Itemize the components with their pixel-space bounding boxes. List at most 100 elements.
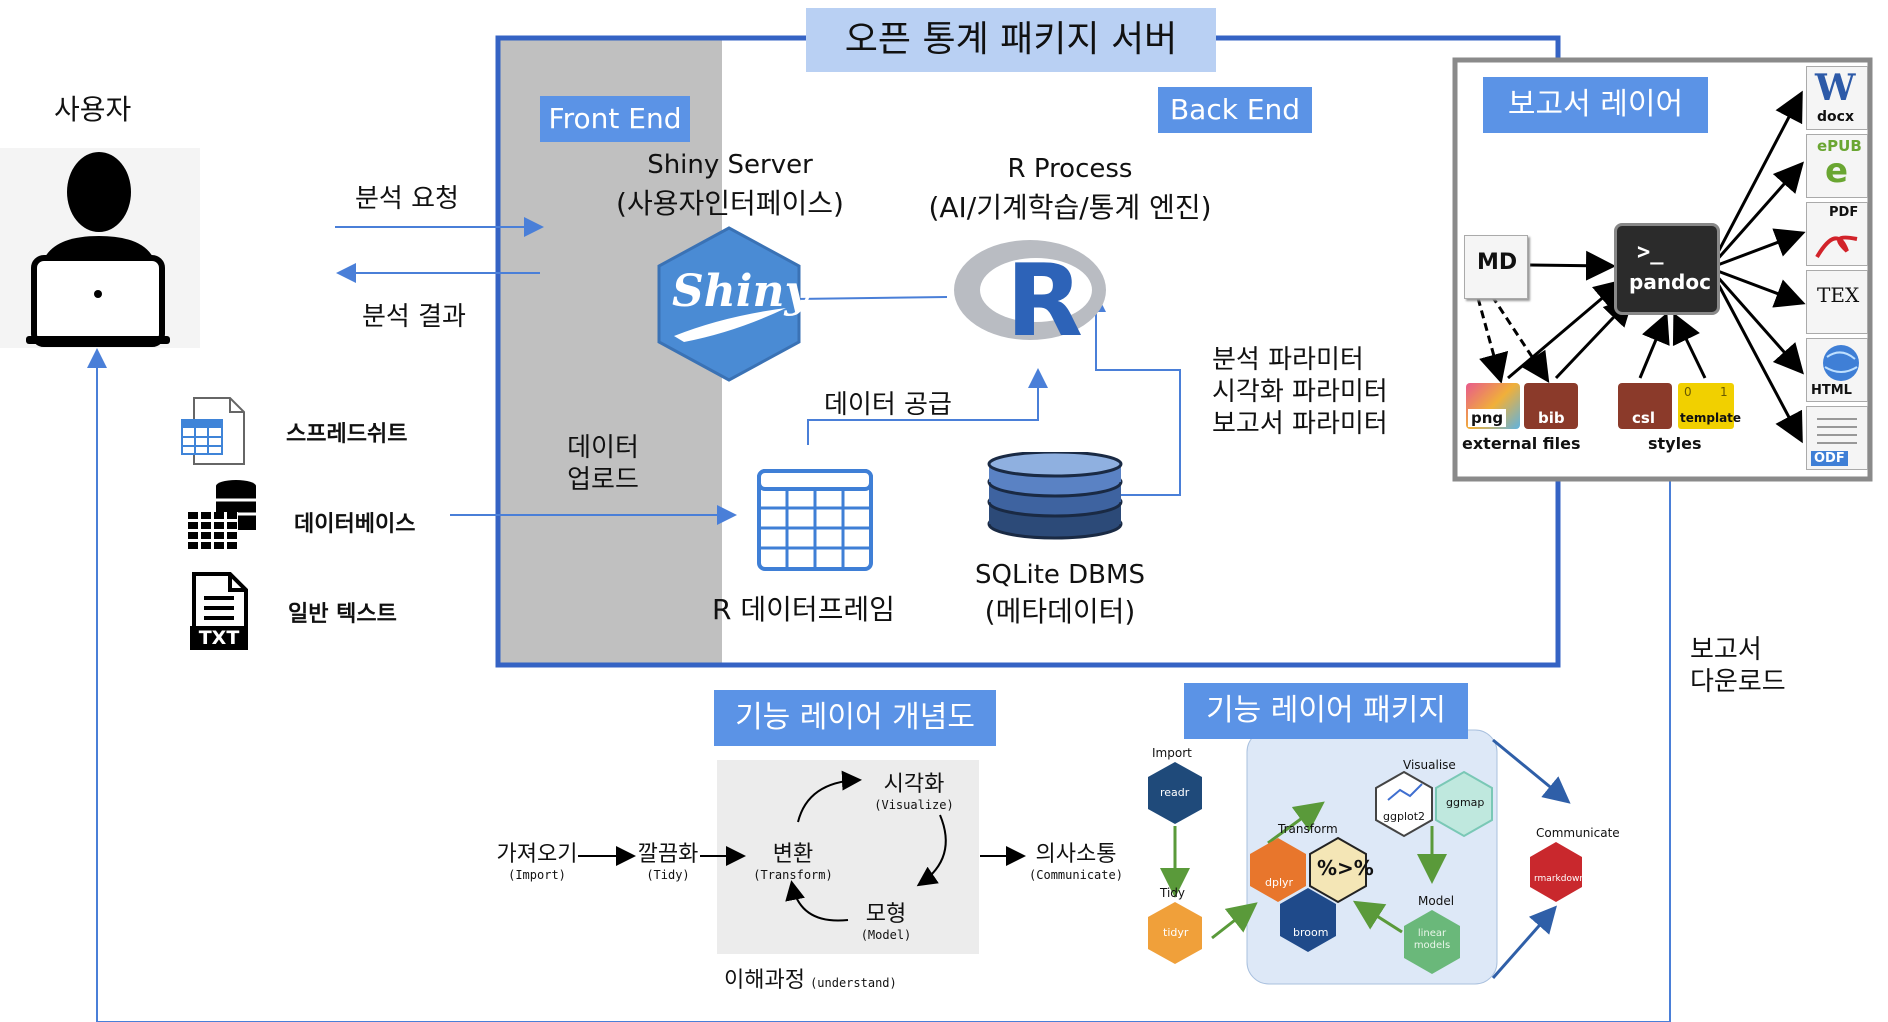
concept-visualize-en: (Visualize) xyxy=(874,798,954,812)
concept-tidy-en: (Tidy) xyxy=(646,868,690,882)
shiny-title: Shiny Server xyxy=(647,150,813,180)
ggplot2-hex: ggplot2 xyxy=(1374,770,1434,838)
page-title: 오픈 통계 패키지 서버 xyxy=(806,8,1216,72)
readr-hex: readr xyxy=(1146,760,1204,826)
upload-line-2: 업로드 xyxy=(567,465,639,495)
front-end-tag: Front End xyxy=(540,96,690,142)
ggmap-hex: ggmap xyxy=(1434,770,1494,838)
linear-models-hex: linear models xyxy=(1402,908,1462,976)
pdf-icon: PDF xyxy=(1806,202,1868,266)
concept-import-en: (Import) xyxy=(508,868,566,882)
param-analysis: 분석 파라미터 xyxy=(1212,345,1364,375)
sqlite-title: SQLite DBMS xyxy=(975,560,1145,590)
concept-visualize: 시각화 (Visualize) xyxy=(864,766,964,812)
concept-tidy: 깔끔화 (Tidy) xyxy=(628,836,708,882)
source-label-spreadsheet: 스프레드쉬트 xyxy=(286,422,408,447)
tex-main: TEX xyxy=(1817,283,1860,307)
stage-visualise: Visualise xyxy=(1403,758,1456,772)
tex-icon: TEX xyxy=(1806,270,1868,334)
r-logo: R xyxy=(950,232,1110,362)
html-icon: HTML xyxy=(1806,338,1868,402)
shiny-subtitle: (사용자인터페이스) xyxy=(616,187,844,220)
magrittr-label: %>% xyxy=(1317,856,1374,880)
linear-models-line-2: models xyxy=(1413,940,1451,951)
concept-transform-ko: 변환 xyxy=(772,842,814,867)
readr-label: readr xyxy=(1160,786,1190,799)
result-label: 분석 결과 xyxy=(362,302,466,332)
word-main: W xyxy=(1815,67,1856,109)
concept-model: 모형 (Model) xyxy=(846,896,926,942)
epub-label: ePUB xyxy=(1817,137,1862,155)
stage-import: Import xyxy=(1152,746,1192,760)
epub-main: e xyxy=(1825,151,1849,191)
param-report: 보고서 파라미터 xyxy=(1212,409,1388,439)
supply-arrow xyxy=(807,368,1048,445)
shiny-r-line xyxy=(794,296,948,300)
dplyr-label: dplyr xyxy=(1265,876,1294,889)
stage-transform: Transform xyxy=(1278,822,1338,836)
ggmap-label: ggmap xyxy=(1446,796,1485,809)
linear-models-line-1: linear xyxy=(1417,928,1447,939)
pandoc-icon: >_ pandoc xyxy=(1614,223,1720,315)
r-process-title: R Process xyxy=(1007,154,1133,184)
concept-import: 가져오기 (Import) xyxy=(496,836,578,882)
concept-understand-ko: 이해과정 xyxy=(724,968,805,993)
concept-model-ko: 모형 xyxy=(865,902,907,927)
linear-models-label: linear models xyxy=(1402,928,1462,952)
params-list: 분석 파라미터 시각화 파라미터 보고서 파라미터 xyxy=(1212,344,1388,440)
styles-label: styles xyxy=(1648,434,1702,453)
upload-line-1: 데이터 xyxy=(567,433,639,463)
broom-label: broom xyxy=(1293,926,1329,939)
concept-transform: 변환 (Transform) xyxy=(748,836,838,882)
ggplot2-label: ggplot2 xyxy=(1383,810,1426,823)
bib-label: bib xyxy=(1538,409,1565,427)
param-visualization: 시각화 파라미터 xyxy=(1212,377,1388,407)
spreadsheet-icon xyxy=(180,396,250,466)
md-file-icon: MD xyxy=(1464,235,1528,299)
template-label: template xyxy=(1680,411,1742,425)
odf-label: ODF xyxy=(1811,451,1848,466)
tidyr-label: tidyr xyxy=(1163,926,1189,939)
r-logo-text: R xyxy=(1006,242,1084,359)
concept-communicate-ko: 의사소통 xyxy=(1035,842,1117,867)
word-icon: W docx xyxy=(1806,66,1868,130)
concept-tidy-ko: 깔끔화 xyxy=(637,842,699,867)
dataframe-icon xyxy=(756,468,874,572)
request-label: 분석 요청 xyxy=(355,184,459,214)
dataframe-label: R 데이터프레임 xyxy=(712,593,895,626)
stage-model: Model xyxy=(1418,894,1455,908)
concept-import-ko: 가져오기 xyxy=(496,842,578,867)
stage-communicate: Communicate xyxy=(1536,826,1620,840)
download-line-1: 보고서 xyxy=(1690,635,1762,665)
template-ruler-1: 1 xyxy=(1720,385,1728,399)
download-line-2: 다운로드 xyxy=(1690,667,1786,697)
source-label-text: 일반 텍스트 xyxy=(288,602,397,627)
back-end-tag: Back End xyxy=(1158,87,1312,133)
external-files-label: external files xyxy=(1462,434,1581,453)
r-process-subtitle: (AI/기계학습/통계 엔진) xyxy=(928,191,1212,224)
concept-box xyxy=(717,760,979,954)
csl-label: csl xyxy=(1632,409,1655,427)
concept-model-en: (Model) xyxy=(860,928,912,942)
template-icon: 0 1 template xyxy=(1678,383,1741,429)
concept-visualize-ko: 시각화 xyxy=(883,772,945,797)
rmarkdown-label: rmarkdown xyxy=(1534,874,1586,884)
odf-icon: ODF xyxy=(1806,406,1868,470)
pandoc-prompt: >_ xyxy=(1637,240,1664,265)
report-layer-tag: 보고서 레이어 xyxy=(1483,77,1708,133)
stage-tidy: Tidy xyxy=(1160,886,1186,900)
tidyr-hex: tidyr xyxy=(1146,900,1204,966)
html-label: HTML xyxy=(1811,383,1852,398)
md-label: MD xyxy=(1477,250,1518,275)
word-label: docx xyxy=(1817,109,1854,125)
magrittr-hex: %>% xyxy=(1308,836,1374,904)
dplyr-hex: dplyr xyxy=(1248,836,1308,904)
concept-communicate-en: (Communicate) xyxy=(1029,868,1123,882)
concept-understand-en: (understand) xyxy=(810,976,897,990)
rmarkdown-hex: rmarkdown xyxy=(1528,840,1586,904)
database-icon xyxy=(184,478,260,554)
upload-label: 데이터 업로드 xyxy=(548,432,658,496)
bib-icon: bib xyxy=(1524,383,1578,429)
shiny-logo: Shiny xyxy=(654,224,810,384)
png-icon: png xyxy=(1466,383,1520,429)
